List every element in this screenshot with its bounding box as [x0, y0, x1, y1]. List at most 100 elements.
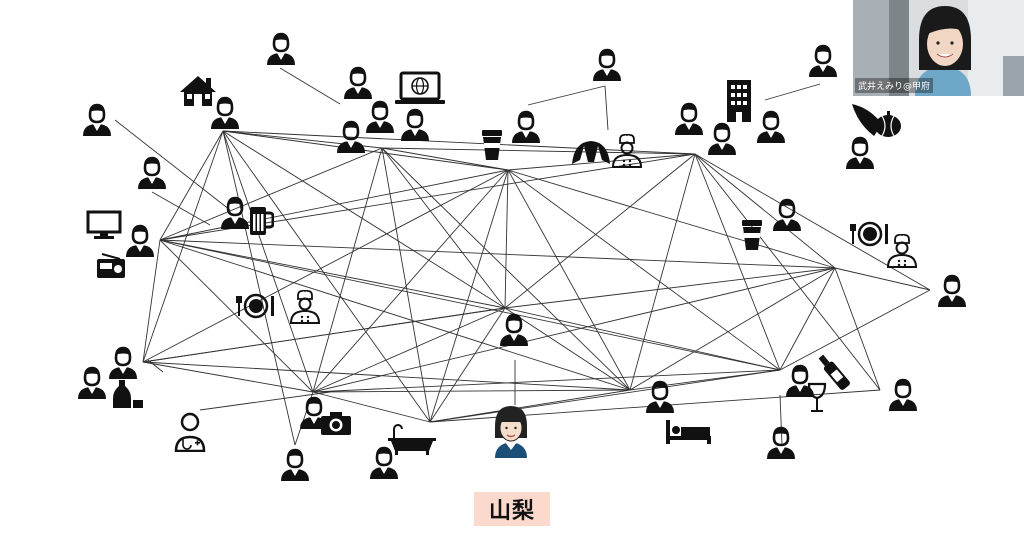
person-icon [108, 346, 138, 380]
network-edge [779, 394, 783, 446]
network-edge [504, 307, 781, 371]
person-icon [266, 32, 296, 66]
person-icon [499, 313, 529, 347]
person-icon [674, 102, 704, 136]
network-edge [142, 169, 509, 363]
person-icon [137, 156, 167, 190]
network-edge [312, 369, 781, 393]
slide-title: 山梨 [488, 499, 535, 524]
radio-icon [96, 250, 126, 280]
network-edge [142, 239, 161, 363]
network-edge [142, 361, 631, 391]
network-edge [834, 267, 881, 391]
person-icon [280, 448, 310, 482]
person-icon [707, 122, 737, 156]
network-edge [507, 169, 631, 391]
plate-cutlery-icon [850, 220, 890, 248]
person-icon [77, 366, 107, 400]
network-edge [159, 239, 314, 393]
doctor-icon [174, 412, 206, 452]
laptop-globe-icon [395, 70, 445, 106]
network-edge [151, 191, 211, 226]
person-icon [82, 103, 112, 137]
chef-icon [887, 234, 917, 268]
person-icon [888, 378, 918, 412]
network-edge [159, 239, 836, 269]
network-edge [222, 130, 509, 171]
person-icon [220, 196, 250, 230]
network-edge [142, 307, 506, 363]
network-edge [159, 130, 224, 241]
network-edge [142, 130, 224, 363]
network-edge [312, 267, 836, 393]
person-icon [645, 380, 675, 414]
network-edge [147, 359, 164, 373]
network-edge [381, 147, 696, 155]
network-edge [312, 389, 631, 393]
croissant-icon [570, 138, 612, 168]
network-edge [694, 153, 931, 291]
person-icon [343, 66, 373, 100]
network-edge [142, 361, 314, 393]
slide-title-box: 山梨 [474, 492, 550, 526]
network-edge [381, 147, 506, 309]
webcam-video-tile: 武井えみり@甲府 [853, 0, 1024, 96]
person-icon [756, 110, 786, 144]
network-edge [429, 169, 509, 423]
network-edge [159, 239, 631, 391]
person-icon [772, 198, 802, 232]
network-edge [312, 391, 431, 423]
network-edge [779, 267, 836, 371]
building-icon [724, 78, 754, 122]
network-edge [279, 67, 341, 105]
person-icon [845, 136, 875, 170]
network-edge [159, 239, 781, 371]
network-edge [381, 147, 509, 171]
network-edge [834, 267, 931, 291]
network-edge [694, 153, 836, 269]
network-edge [312, 169, 509, 393]
network-edge [504, 267, 836, 309]
network-edge [779, 289, 931, 371]
bed-icon [664, 418, 712, 446]
network-edge [222, 130, 296, 446]
network-edge [604, 85, 609, 131]
network-edge [694, 153, 781, 371]
person-icon [808, 44, 838, 78]
beer-mug-icon [248, 204, 274, 236]
network-edge [504, 153, 696, 309]
network-edge [629, 267, 836, 391]
network-edge [222, 130, 696, 155]
coffee-cup-icon [480, 128, 504, 162]
network-edge [504, 169, 509, 309]
person-icon [336, 120, 366, 154]
coffee-cup-icon [740, 218, 764, 252]
network-edge [199, 391, 331, 411]
network-edge [527, 85, 606, 106]
person-icon [125, 224, 155, 258]
network-edge [159, 147, 383, 241]
camera-icon [320, 410, 352, 436]
sake-bottle-icon [112, 378, 144, 410]
network-edge [629, 153, 696, 391]
person-icon [592, 48, 622, 82]
wine-icon [806, 350, 856, 416]
pumpkin-bag-icon [850, 102, 904, 140]
network-edge [159, 239, 506, 309]
network-edge [429, 307, 506, 423]
network-edge [312, 147, 383, 393]
chef-icon [290, 290, 320, 324]
webcam-person-image [853, 0, 1024, 96]
network-edge [114, 119, 231, 211]
house-icon [178, 74, 218, 108]
webcam-name-label: 武井えみり@甲府 [855, 78, 934, 93]
presenter-face-icon [489, 404, 533, 460]
network-edge [764, 83, 821, 101]
network-edge [429, 369, 781, 423]
tv-icon [86, 210, 122, 240]
chef-icon [612, 134, 642, 168]
network-edge [504, 307, 631, 391]
person-icon [365, 100, 395, 134]
